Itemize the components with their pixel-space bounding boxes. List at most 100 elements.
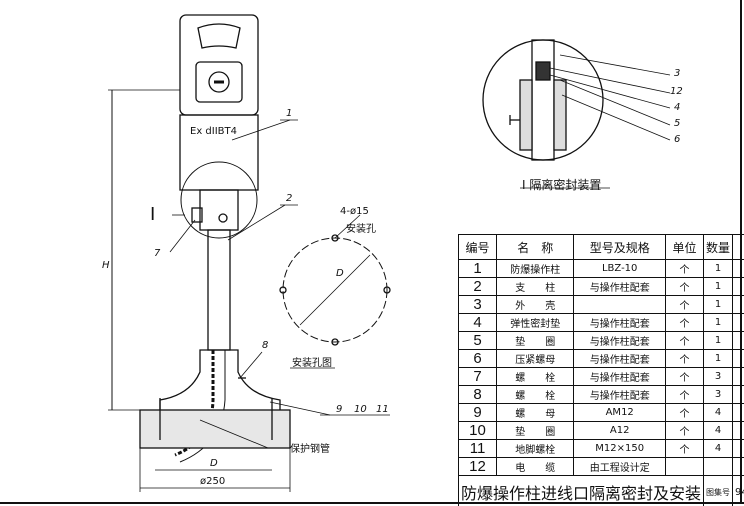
cell-qty: [703, 457, 734, 476]
header-name: 名 称: [496, 234, 575, 260]
cell-qty: 1: [703, 331, 734, 350]
atlas-label: 图集号: [703, 475, 734, 506]
cell-name: 支 柱: [496, 277, 575, 296]
callout: 7: [154, 248, 161, 259]
mounting-hole-view: [279, 214, 391, 369]
cell-qty: 1: [703, 295, 734, 314]
cell-note: [732, 439, 744, 458]
callout: 10: [354, 404, 367, 415]
cell-unit: 个: [664, 259, 705, 278]
cell-no: 8: [457, 385, 498, 404]
cell-name: 螺 母: [496, 403, 575, 422]
cell-note: [732, 403, 744, 422]
cell-note: [732, 385, 744, 404]
cell-note: [732, 349, 744, 368]
cell-unit: 个: [664, 367, 705, 386]
cell-spec: M12×150: [573, 439, 666, 458]
cell-unit: 个: [664, 439, 705, 458]
detail-view-i: [482, 39, 671, 189]
parts-table: 编号 名 称 型号及规格 单位 数量 备注 1防爆操作柱LBZ-10个1现场制作…: [457, 234, 744, 506]
callout: 8: [262, 340, 269, 351]
cell-spec: 与操作柱配套: [573, 331, 666, 350]
pipe-label: 保护钢管: [290, 444, 330, 455]
detail-title: I 隔离密封装置: [522, 178, 602, 192]
cell-name: 弹性密封垫: [496, 313, 575, 332]
cell-unit: 个: [664, 385, 705, 404]
callout: 1: [286, 108, 293, 119]
cell-note: [732, 277, 744, 296]
cell-no: 11: [457, 439, 498, 458]
enclosure-marking: Ex dIIBT4: [190, 126, 237, 137]
callout: 9: [336, 404, 343, 415]
cell-name: 地脚螺栓: [496, 439, 575, 458]
cell-note: 现场制作: [732, 259, 744, 278]
table-header: 编号 名 称 型号及规格 单位 数量 备注: [457, 234, 744, 260]
hole-spec: 4-ø15: [340, 206, 369, 217]
cell-qty: 3: [703, 367, 734, 386]
cell-name: 垫 圈: [496, 331, 575, 350]
callout: 6: [674, 134, 681, 145]
cell-no: 6: [457, 349, 498, 368]
cell-unit: 个: [664, 403, 705, 422]
d-dim-label: D: [210, 458, 218, 469]
cell-no: 1: [457, 259, 498, 278]
cell-note: [732, 367, 744, 386]
cell-note: [732, 421, 744, 440]
cell-name: 螺 栓: [496, 385, 575, 404]
cell-name: 垫 圈: [496, 421, 575, 440]
cell-no: 3: [457, 295, 498, 314]
callout: 12: [670, 86, 683, 97]
height-dim-label: H: [102, 260, 110, 271]
cell-qty: 3: [703, 385, 734, 404]
cell-no: 2: [457, 277, 498, 296]
cell-note: [732, 313, 744, 332]
cell-no: 4: [457, 313, 498, 332]
header-note: 备注: [732, 234, 744, 260]
cell-spec: 与操作柱配套: [573, 277, 666, 296]
cell-note: [732, 457, 744, 476]
cell-qty: 4: [703, 439, 734, 458]
cell-qty: 1: [703, 259, 734, 278]
cell-unit: 个: [664, 331, 705, 350]
drawing-title: 防爆操作柱进线口隔离密封及安装: [457, 475, 705, 506]
cell-qty: 4: [703, 421, 734, 440]
cell-spec: 与操作柱配套: [573, 385, 666, 404]
hole-label: 安装孔: [346, 224, 376, 235]
cell-no: 9: [457, 403, 498, 422]
cell-no: 10: [457, 421, 498, 440]
cell-spec: [573, 295, 666, 314]
detail-marker: I: [150, 204, 156, 225]
cell-qty: 4: [703, 403, 734, 422]
header-spec: 型号及规格: [573, 234, 666, 260]
cell-name: 压紧螺母: [496, 349, 575, 368]
callout: 11: [376, 404, 389, 415]
atlas-number: 94D401-3: [732, 475, 744, 506]
cell-spec: 与操作柱配套: [573, 367, 666, 386]
cell-spec: 由工程设计定: [573, 457, 666, 476]
cell-name: 电 缆: [496, 457, 575, 476]
callout: 3: [674, 68, 681, 79]
title-row: 防爆操作柱进线口隔离密封及安装 图集号 94D401-3: [457, 475, 744, 506]
cell-qty: 1: [703, 349, 734, 368]
cell-name: 螺 栓: [496, 367, 575, 386]
cell-unit: 个: [664, 349, 705, 368]
cell-spec: AM12: [573, 403, 666, 422]
cell-name: 防爆操作柱: [496, 259, 575, 278]
hole-dim: D: [336, 268, 344, 279]
header-qty: 数量: [703, 234, 734, 260]
cell-spec: 与操作柱配套: [573, 313, 666, 332]
cell-unit: 个: [664, 421, 705, 440]
header-no: 编号: [457, 234, 498, 260]
cell-name: 外 壳: [496, 295, 575, 314]
callout: 2: [286, 193, 293, 204]
header-unit: 单位: [664, 234, 705, 260]
